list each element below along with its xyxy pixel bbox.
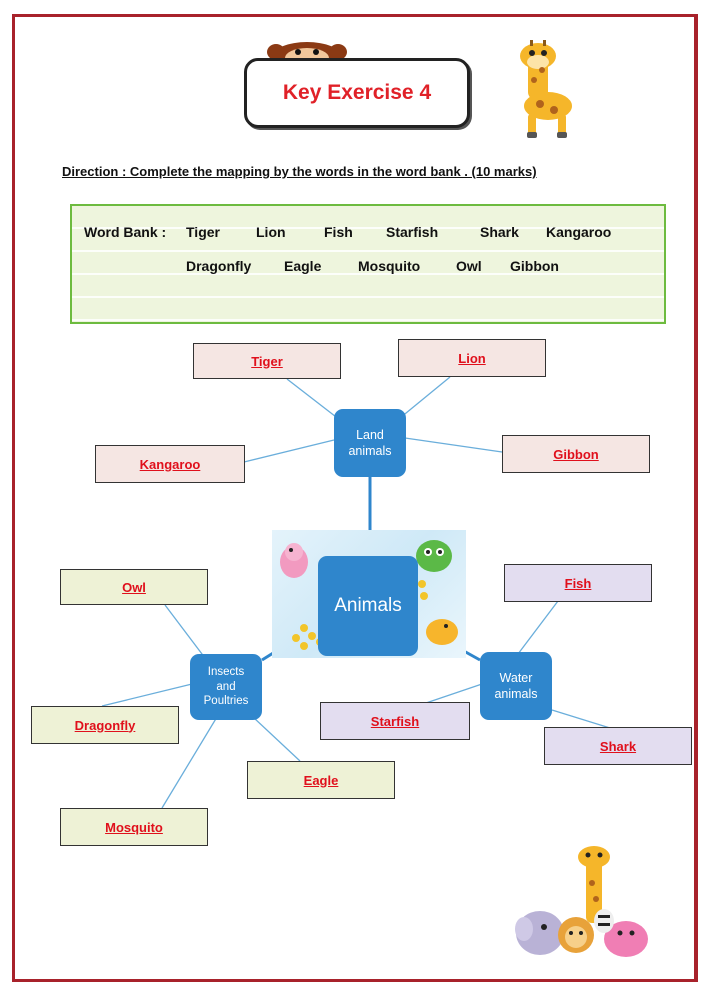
answer-text: Shark: [599, 738, 637, 754]
answer-box-land[interactable]: Gibbon: [502, 435, 650, 473]
answer-box-insects[interactable]: Owl: [60, 569, 208, 605]
title-box: Key Exercise 4: [244, 58, 470, 128]
word-bank-word: Starfish: [386, 224, 439, 240]
answer-box-land[interactable]: Kangaroo: [95, 445, 245, 483]
animal-group-icon: [515, 846, 648, 957]
answer-text: Kangaroo: [139, 456, 201, 472]
answer-box-land[interactable]: Tiger: [193, 343, 341, 379]
answer-box-water[interactable]: Shark: [544, 727, 692, 765]
giraffe-icon: [520, 40, 572, 138]
hub-label: animals: [494, 687, 538, 701]
page-frame: [12, 14, 698, 982]
hub-label: Land: [356, 427, 384, 442]
hub-label: Insects: [207, 666, 245, 679]
word-bank: Word Bank : Tiger Lion Fish Starfish Sha…: [70, 204, 666, 324]
word-bank-word: Owl: [456, 258, 482, 274]
answer-box-insects[interactable]: Dragonfly: [31, 706, 179, 744]
word-bank-word: Gibbon: [510, 258, 559, 274]
hub-label: Animals: [334, 595, 402, 616]
answer-box-water[interactable]: Fish: [504, 564, 652, 602]
word-bank-word: Tiger: [186, 224, 220, 240]
word-bank-word: Mosquito: [358, 258, 421, 274]
word-bank-word: Shark: [480, 224, 519, 240]
word-bank-word: Lion: [256, 224, 286, 240]
answer-text: Starfish: [370, 713, 420, 729]
answer-box-insects[interactable]: Mosquito: [60, 808, 208, 846]
center-hub-animals: Animals: [318, 556, 418, 656]
answer-text: Dragonfly: [74, 717, 136, 733]
word-bank-label: Word Bank :: [84, 224, 167, 240]
answer-text: Tiger: [251, 353, 283, 369]
answer-text: Gibbon: [553, 446, 599, 462]
word-bank-word: Fish: [324, 224, 353, 240]
word-bank-word: Dragonfly: [186, 258, 252, 274]
hub-label: Water: [499, 670, 533, 685]
direction-text: Direction : Complete the mapping by the …: [62, 164, 537, 179]
hub-land-animals: Land animals: [334, 409, 406, 477]
answer-text: Owl: [122, 579, 146, 595]
word-bank-word: Kangaroo: [546, 224, 612, 240]
answer-text: Fish: [564, 575, 592, 591]
answer-box-insects[interactable]: Eagle: [247, 761, 395, 799]
answer-box-land[interactable]: Lion: [398, 339, 546, 377]
page-title: Key Exercise 4: [282, 81, 432, 104]
hub-label: animals: [348, 444, 392, 458]
answer-text: Mosquito: [105, 819, 163, 835]
hub-label: Poultries: [203, 695, 249, 708]
answer-box-water[interactable]: Starfish: [320, 702, 470, 740]
answer-text: Lion: [458, 350, 486, 366]
hub-water-animals: Water animals: [480, 652, 552, 720]
hub-label: and: [216, 680, 236, 693]
word-bank-word: Eagle: [284, 258, 322, 274]
answer-text: Eagle: [303, 772, 339, 788]
